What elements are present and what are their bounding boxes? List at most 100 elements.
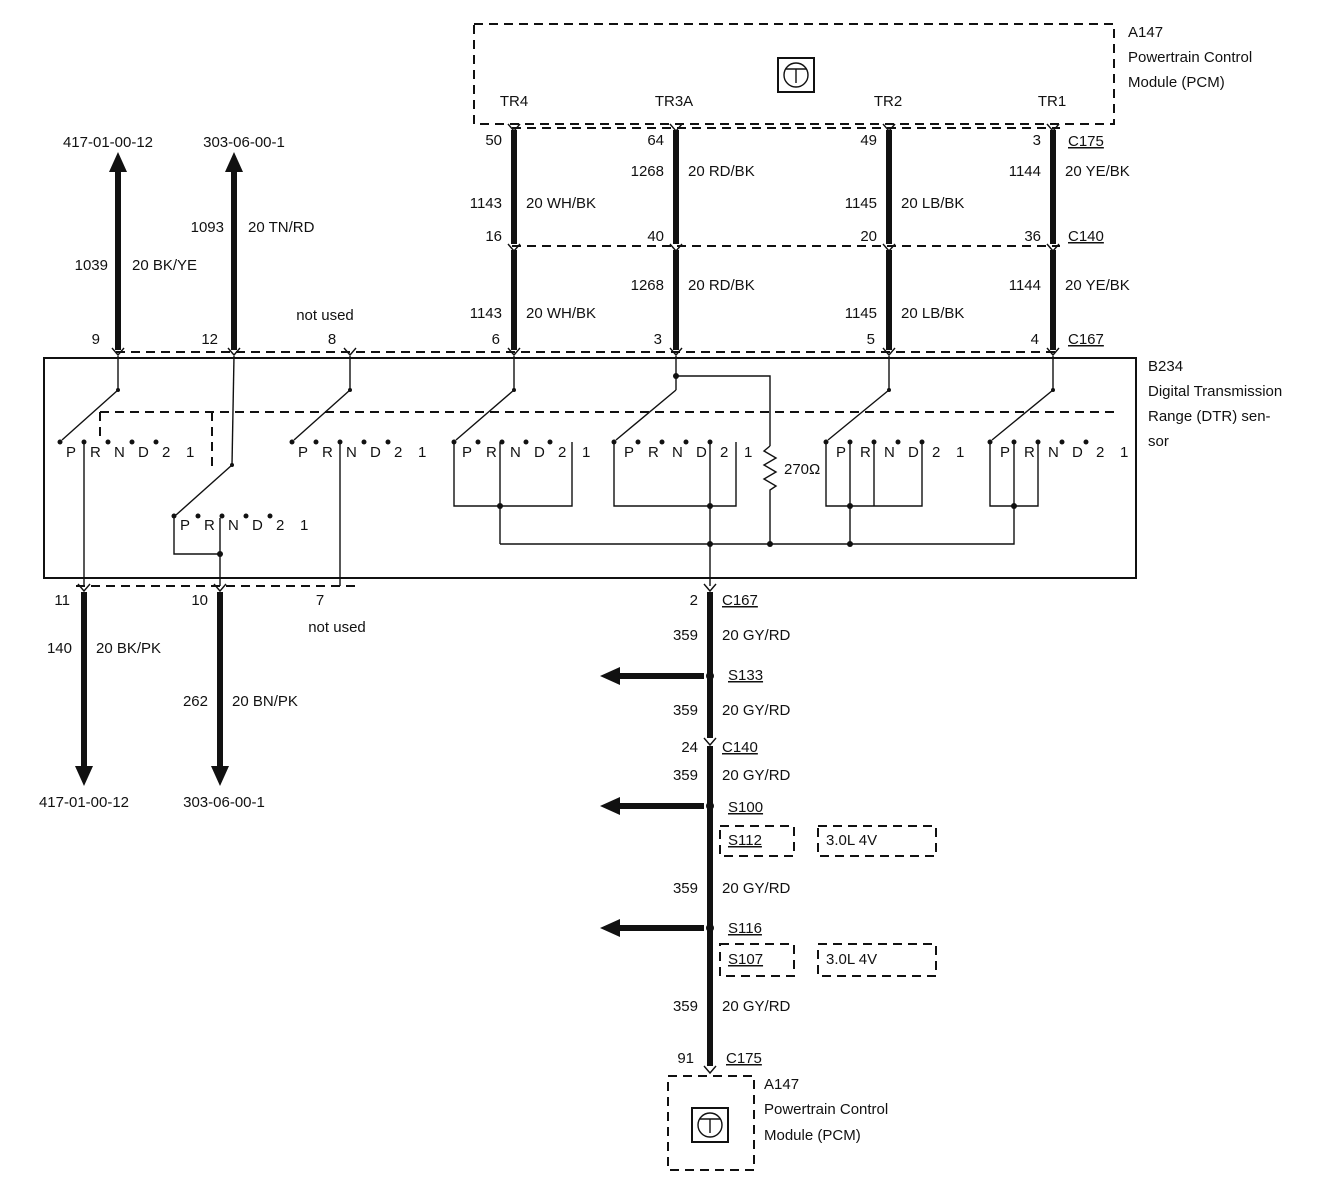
sw1-1: 1 — [186, 444, 194, 461]
sw2-2: 2 — [276, 517, 284, 534]
sw6-d: D — [908, 444, 919, 461]
alt-splice-s107-label: S107 — [728, 951, 763, 968]
tr4-circuit-lower: 1143 — [470, 305, 502, 322]
switch-pin8: P R N D 2 1 — [289, 356, 426, 586]
sw7-2: 2 — [1096, 444, 1104, 461]
sw2-n: N — [228, 517, 239, 534]
pin-7: 7 — [316, 592, 324, 609]
tr1-pin-c167: 4 — [1031, 331, 1039, 348]
pcm-bottom-box — [667, 1075, 755, 1171]
pcm-bottom-name1: Powertrain Control — [764, 1101, 888, 1118]
pcm-bottom-name2: Module (PCM) — [764, 1127, 861, 1144]
engine-label-1: 3.0L 4V — [826, 832, 877, 849]
tr1-wire-upper: 20 YE/BK — [1065, 163, 1130, 180]
tr4-pin-c175: 50 — [485, 132, 502, 149]
pin-11: 11 — [54, 592, 70, 609]
switch-pin4: P R N D 2 1 — [987, 356, 1128, 509]
sw3-n: N — [346, 444, 357, 461]
bus-node-2 — [767, 541, 773, 547]
wire-1093-circuit: 1093 — [191, 219, 224, 236]
sw3-p: P — [298, 444, 308, 461]
sw4-2: 2 — [558, 444, 566, 461]
sw2-r: R — [204, 517, 215, 534]
sw7-r: R — [1024, 444, 1035, 461]
wire-262-circuit: 262 — [183, 693, 208, 710]
sw5-2: 2 — [720, 444, 728, 461]
gp-circuit-5: 359 — [673, 998, 698, 1015]
alt-splice-s107-box — [719, 943, 795, 977]
sw2-1: 1 — [300, 517, 308, 534]
sw3-r: R — [322, 444, 333, 461]
gp-connector-c175: C175 — [726, 1050, 762, 1067]
pcm-bottom-id: A147 — [764, 1076, 799, 1093]
sw3-2: 2 — [394, 444, 402, 461]
pin-label-tr2: TR2 — [874, 93, 902, 110]
sw5-n: N — [672, 444, 683, 461]
tr3a-wire-upper: 20 RD/BK — [688, 163, 755, 180]
sw1-n: N — [114, 444, 125, 461]
bus-node-1 — [707, 541, 713, 547]
wire-column-tr3a: 64 1268 20 RD/BK 40 1268 20 RD/BK 3 — [631, 123, 755, 357]
pcm-top-id: A147 — [1128, 24, 1163, 41]
not-used-top: not used — [296, 307, 354, 324]
tr3a-circuit-upper: 1268 — [631, 163, 664, 180]
switch-row-1: P R N D 2 1 — [57, 439, 194, 586]
tr3a-pin-c140: 40 — [647, 228, 664, 245]
ground-path — [703, 583, 717, 1075]
gp-circuit-2: 359 — [673, 702, 698, 719]
connector-c140-label: C140 — [1068, 228, 1104, 245]
switch-pin5: P R N D 2 1 — [823, 356, 964, 544]
pcm-top-name2: Module (PCM) — [1128, 74, 1225, 91]
gp-connector-c140: C140 — [722, 739, 758, 756]
tr3a-pin-c167: 3 — [654, 331, 662, 348]
tr1-circuit-lower: 1144 — [1009, 277, 1041, 294]
sw6-p: P — [836, 444, 846, 461]
dtr-id: B234 — [1148, 358, 1183, 375]
sw4-1: 1 — [582, 444, 590, 461]
tr3a-wire-lower: 20 RD/BK — [688, 277, 755, 294]
sw4-n: N — [510, 444, 521, 461]
sw6-2: 2 — [932, 444, 940, 461]
sw1-2: 2 — [162, 444, 170, 461]
wire-column-tr4: 50 1143 20 WH/BK 16 1143 20 WH/BK 6 — [470, 123, 596, 357]
tr2-pin-c140: 20 — [860, 228, 877, 245]
tr2-wire-upper: 20 LB/BK — [901, 195, 964, 212]
pin-8-marker — [343, 347, 357, 357]
tr1-circuit-upper: 1144 — [1009, 163, 1041, 180]
switch-row-2: P R N D 2 1 — [171, 513, 308, 586]
wire-262-label: 20 BN/PK — [232, 693, 298, 710]
gp-connector-c167: C167 — [722, 592, 758, 609]
connector-c167-label: C167 — [1068, 331, 1104, 348]
sw7-d: D — [1072, 444, 1083, 461]
gp-wire-5: 20 GY/RD — [722, 998, 791, 1015]
pin-label-tr4: TR4 — [500, 93, 528, 110]
wire-top-left-1039: 1039 20 BK/YE 9 — [75, 152, 197, 357]
splice-s133-label: S133 — [728, 667, 763, 684]
ref-left-top: 417-01-00-12 — [63, 134, 153, 151]
sw7-n: N — [1048, 444, 1059, 461]
sw5-p: P — [624, 444, 634, 461]
sw6-r: R — [860, 444, 871, 461]
wire-bottom-left-140: 11 140 20 BK/PK — [47, 583, 161, 786]
splice-s116 — [600, 919, 714, 937]
gp-wire-2: 20 GY/RD — [722, 702, 791, 719]
alt-splice-s112-label: S112 — [728, 832, 762, 849]
sw1-d: D — [138, 444, 149, 461]
sw3-1: 1 — [418, 444, 426, 461]
tr1-pin-c140: 36 — [1024, 228, 1041, 245]
wire-140-label: 20 BK/PK — [96, 640, 161, 657]
pin-label-tr3a: TR3A — [655, 93, 693, 110]
pcm-top-icon — [777, 57, 815, 93]
tr2-circuit-lower: 1145 — [845, 305, 877, 322]
sw2-d: D — [252, 517, 263, 534]
engine-label-2: 3.0L 4V — [826, 951, 877, 968]
bus-node-3 — [847, 541, 853, 547]
sw1-p: P — [66, 444, 76, 461]
wire-1039-circuit: 1039 — [75, 257, 108, 274]
tr4-wire-upper: 20 WH/BK — [526, 195, 596, 212]
splice-s100 — [600, 797, 714, 815]
tr4-pin-c167: 6 — [492, 331, 500, 348]
sw4-p: P — [462, 444, 472, 461]
pcm-bottom-icon — [691, 1107, 729, 1143]
